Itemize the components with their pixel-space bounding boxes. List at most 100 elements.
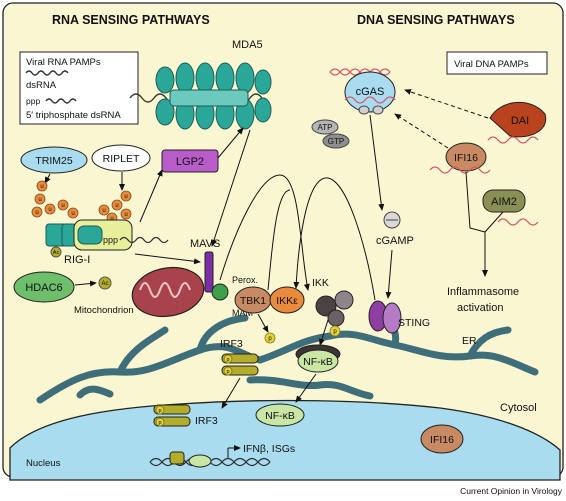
sting-label: STING: [398, 317, 430, 329]
mda5-to-mavs-arrow: [211, 129, 251, 247]
nucleus-label: Nucleus: [26, 458, 61, 469]
rna-legend-item1: dsRNA: [26, 80, 57, 91]
dna-pathways-heading: DNA SENSING PATHWAYS: [357, 13, 515, 27]
rna-pamp-legend: Viral RNA PAMPs dsRNA ppp 5′ triphosphat…: [19, 51, 139, 125]
inflammasome-label-2: activation: [457, 302, 503, 314]
perox-label: Perox.: [232, 275, 258, 285]
gtp: GTP: [322, 133, 350, 149]
rigi-to-mavs-arrow: [134, 253, 201, 265]
mitochondrion-label: Mitochondrion: [74, 305, 134, 316]
lgp2-label: LGP2: [176, 156, 204, 168]
dai-label: DAI: [511, 115, 529, 127]
nuclear-dna: IFNβ, ISGs Nucleus: [26, 443, 295, 469]
phospho-marks: [264, 325, 341, 344]
sting: STING: [368, 300, 430, 334]
dsrna-icon: [25, 70, 69, 76]
p-mark: p: [226, 357, 229, 363]
nfkb-cyto-label: NF-κB: [303, 356, 333, 368]
mda5-filament: MDA5: [129, 39, 272, 130]
journal-credit: Current Opinion in Virology: [460, 486, 563, 496]
rna-legend-title: Viral RNA PAMPs: [26, 57, 101, 68]
cgamp-label: cGAMP: [376, 235, 414, 247]
p-mark: p: [158, 408, 161, 414]
er-label: ER: [462, 335, 477, 347]
ub-mark: u: [124, 194, 127, 200]
p-mark: p: [226, 369, 229, 375]
irf3-nuc-label: IRF3: [195, 415, 218, 427]
atp-label: ATP: [318, 123, 333, 132]
ub-mark: u: [61, 203, 64, 209]
triphosphate-rna-icon: [45, 98, 77, 104]
gtp-label: GTP: [328, 137, 344, 146]
rig-i: ppp RIG-I Ac: [45, 219, 169, 266]
ifi16-nuclear: IFI16: [420, 424, 464, 454]
ifi16-label: IFI16: [454, 152, 478, 164]
tbk1-ikke: TBK1 IKKε: [234, 286, 305, 314]
cgas: cGAS: [329, 68, 396, 115]
trim25-label: TRIM25: [35, 155, 73, 167]
rig-i-ppp: ppp: [103, 235, 118, 245]
ub-mark: u: [40, 184, 43, 190]
ub-mark: u: [38, 197, 41, 203]
ubiquitin-marks: u u u u u u u u u u u: [35, 184, 127, 222]
ikke-label: IKKε: [276, 295, 298, 307]
mda5-label: MDA5: [232, 39, 263, 51]
inflammasome-label-1: Inflammasome: [447, 286, 519, 298]
lgp2-to-rigi-line: [139, 169, 163, 223]
cytosol-label: Cytosol: [500, 402, 537, 414]
cgas-label: cGAS: [356, 86, 385, 98]
dna-pamp-legend: Viral DNA PAMPs: [446, 51, 548, 75]
ac-mark: Ac: [53, 250, 60, 256]
mavs-to-tbk1-arc: [267, 189, 291, 291]
ubiquitin-chain-left: [31, 180, 79, 219]
ub-mark: u: [48, 207, 51, 213]
ac-mark: Ac: [101, 281, 108, 287]
aim2-to-inflammasome-arrow: [482, 211, 504, 277]
irf3-nuclear: p p IRF3: [153, 404, 218, 427]
mavs-to-ikk-arrow: [219, 174, 310, 291]
mavs-label: MAVS: [190, 238, 220, 250]
trim25-arrow: [44, 173, 51, 184]
cgas-to-cgamp-arrow: [369, 114, 385, 211]
hdac6-label: HDAC6: [25, 282, 62, 294]
lgp2: LGP2: [161, 149, 219, 173]
cgamp: cGAMP: [376, 211, 414, 247]
nfkb-cytosolic: NF-κB: [295, 344, 341, 373]
mam-label: MAM: [232, 308, 253, 318]
riplet: RIPLET: [91, 144, 151, 172]
ikk-label: IKK: [312, 277, 329, 289]
ub-mark: u: [115, 203, 118, 209]
irf3-cyto-label: IRF3: [220, 338, 243, 350]
trim25: TRIM25: [20, 146, 88, 174]
nfkb-nuclear: NF-κB: [255, 403, 305, 427]
p-mark: p: [268, 336, 272, 342]
irf3-cytosolic: IRF3 p p: [220, 338, 259, 376]
ifi16-nuc-label: IFI16: [430, 434, 454, 446]
nfkb-translocation-arrow: [295, 373, 317, 403]
tbk1-label: TBK1: [240, 295, 266, 307]
dna-legend-title: Viral DNA PAMPs: [454, 59, 529, 70]
rna-legend-item2: 5′ triphosphate dsRNA: [26, 110, 121, 121]
atp: ATP: [311, 119, 339, 135]
p-mark: p: [158, 420, 161, 426]
sting-to-tbk1-arrow: [293, 177, 376, 301]
genes-label: IFNβ, ISGs: [243, 443, 295, 455]
rig-i-label: RIG-I: [64, 254, 90, 266]
nucleus: [9, 399, 561, 481]
dai-to-cgas-arrow: [404, 89, 489, 119]
hdac6: HDAC6 Ac: [13, 271, 112, 303]
p-mark: p: [333, 329, 337, 335]
cgamp-to-sting-arrow: [385, 249, 393, 299]
ub-mark: u: [35, 210, 38, 216]
ikk-complex: IKK: [312, 277, 354, 327]
riplet-label: RIPLET: [103, 153, 140, 165]
nfkb-nuc-label: NF-κB: [265, 410, 295, 422]
rna-legend-ppp: ppp: [26, 96, 40, 106]
dai: DAI: [487, 101, 547, 144]
lgp2-to-mda5-arrow: [217, 127, 244, 159]
ifi16-cytosolic: IFI16: [429, 142, 491, 174]
aim2-label: AIM2: [491, 196, 517, 208]
ifi16-to-inflammasome-line: [465, 171, 486, 233]
